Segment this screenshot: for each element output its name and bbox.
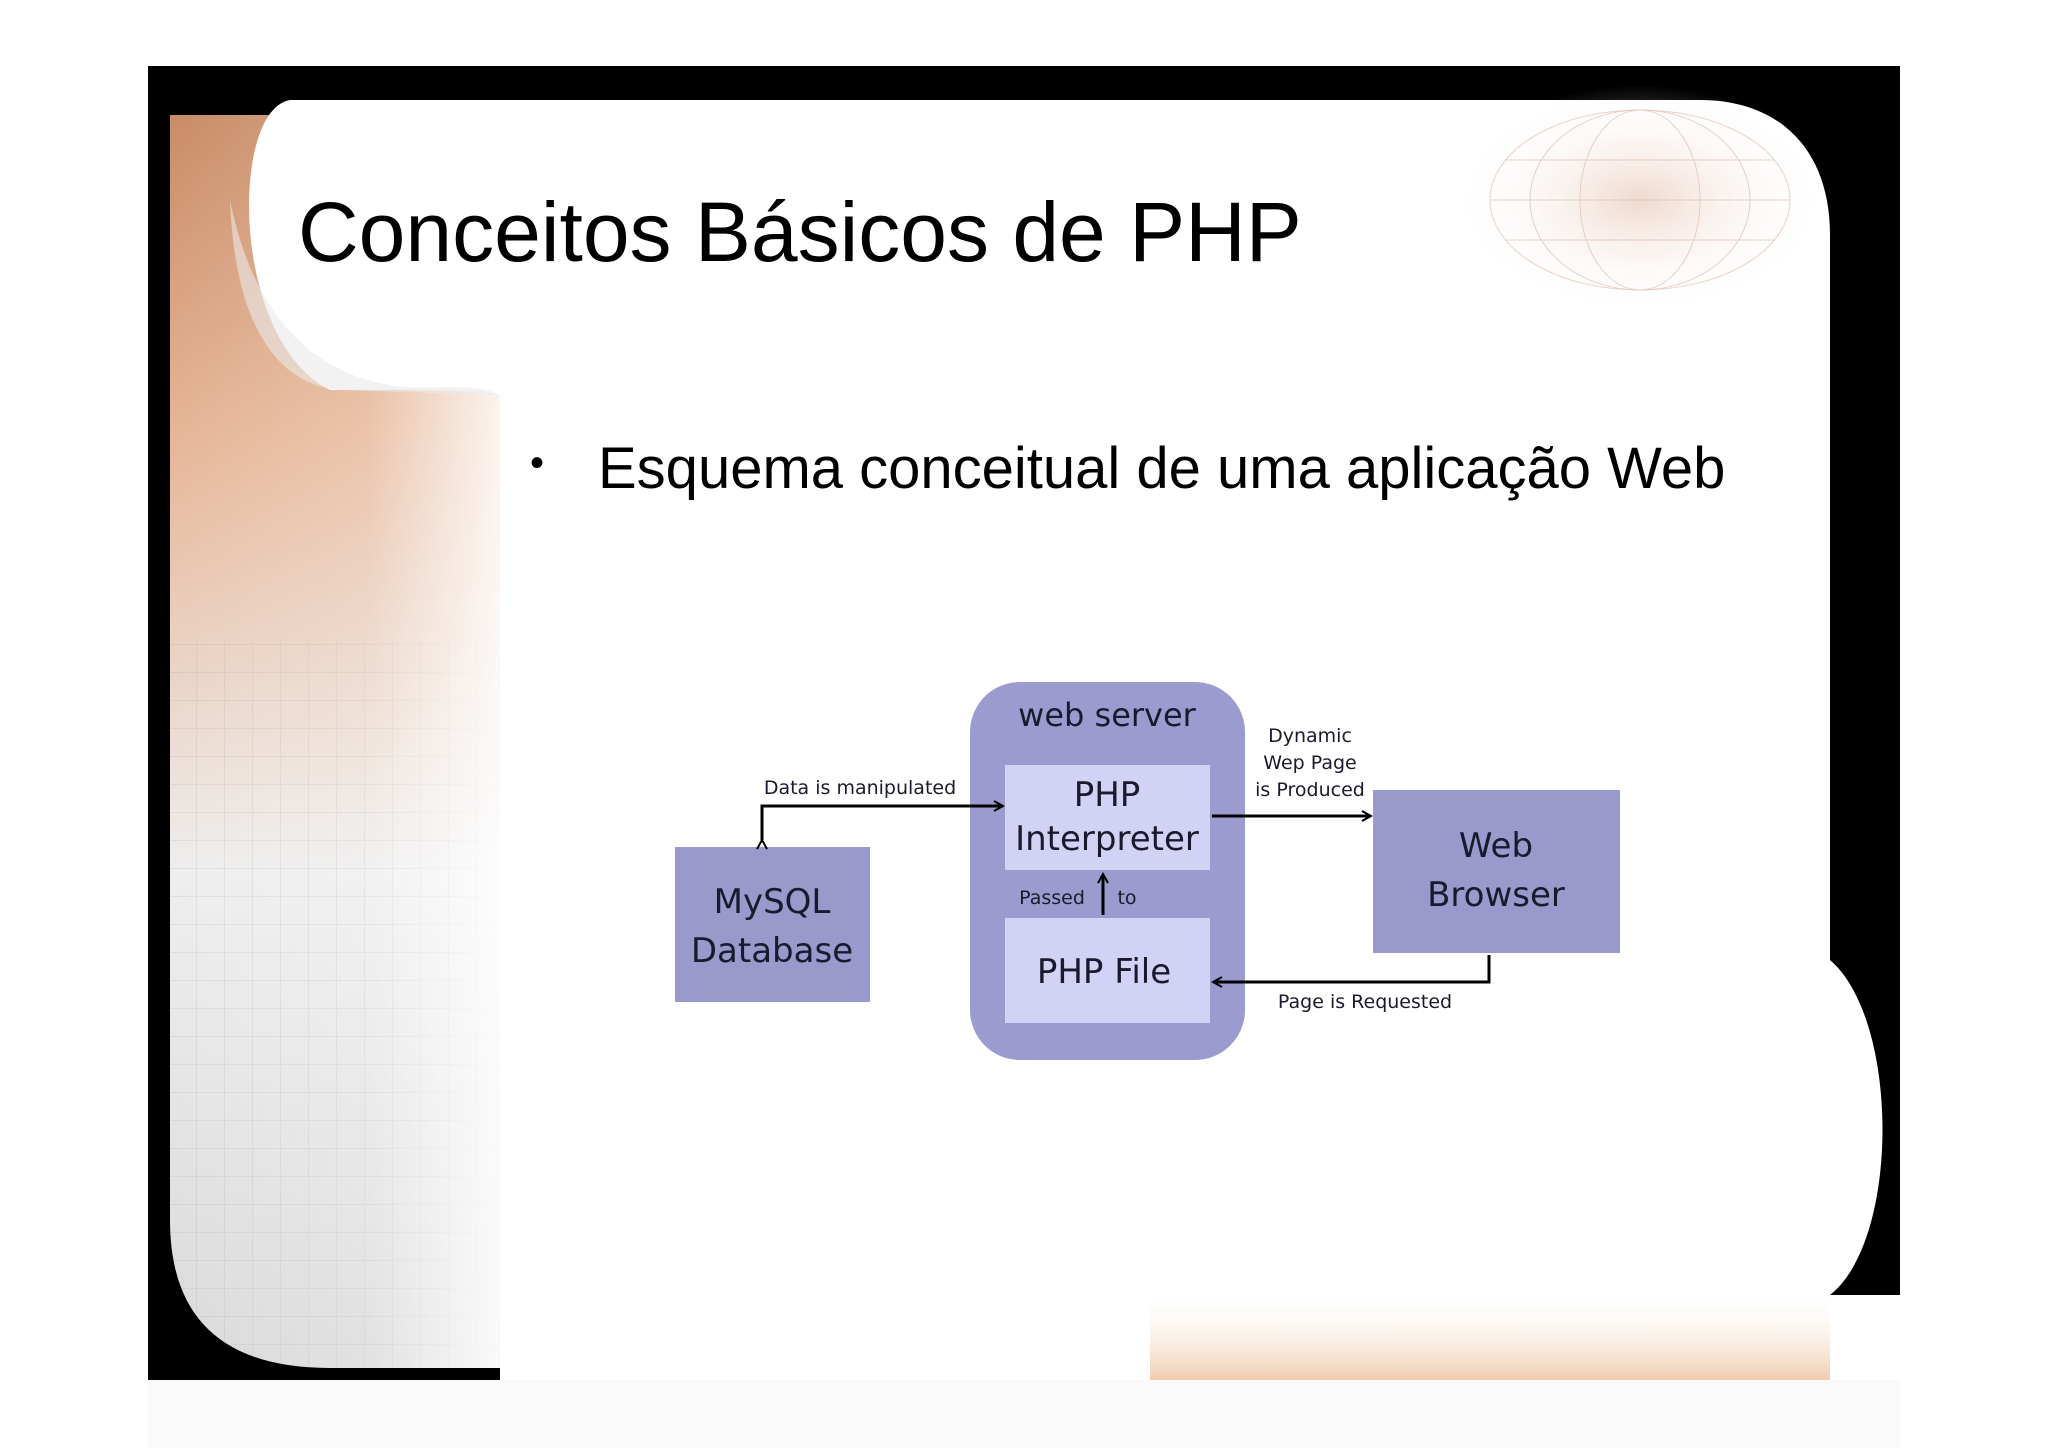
mysql-database-box: [675, 847, 870, 1002]
db-manipulated-arrow: [762, 806, 1003, 840]
mysql-label-line2: Database: [691, 931, 853, 971]
web-browser-box: [1373, 790, 1620, 953]
web-browser-label-line2: Browser: [1427, 875, 1565, 915]
page-produced-label-line1: Dynamic: [1268, 725, 1352, 747]
web-app-diagram: web server PHP Interpreter PHP File MySQ…: [675, 682, 1620, 1060]
php-file-box: [1005, 918, 1210, 1023]
php-interpreter-box: [1005, 765, 1210, 870]
php-interpreter-label-line2: Interpreter: [1015, 819, 1199, 859]
page-produced-label-line2: Wep Page: [1263, 752, 1356, 774]
page-title: Conceitos Básicos de PHP: [298, 185, 1302, 279]
page-requested-arrow: [1213, 955, 1491, 982]
bullet-text: Esquema conceitual de uma aplicação Web: [598, 436, 1726, 501]
bullet-marker: •: [530, 441, 545, 485]
page-requested-label: Page is Requested: [1278, 991, 1452, 1013]
php-file-label: PHP File: [1037, 952, 1171, 992]
to-label: to: [1117, 887, 1136, 909]
page-produced-label-line3: is Produced: [1255, 779, 1365, 801]
web-server-label: web server: [1018, 696, 1196, 734]
db-manipulated-label: Data is manipulated: [764, 777, 956, 799]
php-interpreter-label-line1: PHP: [1074, 775, 1141, 815]
passed-label: Passed: [1019, 887, 1085, 909]
web-browser-label-line1: Web: [1459, 826, 1533, 866]
mysql-label-line1: MySQL: [714, 882, 831, 922]
